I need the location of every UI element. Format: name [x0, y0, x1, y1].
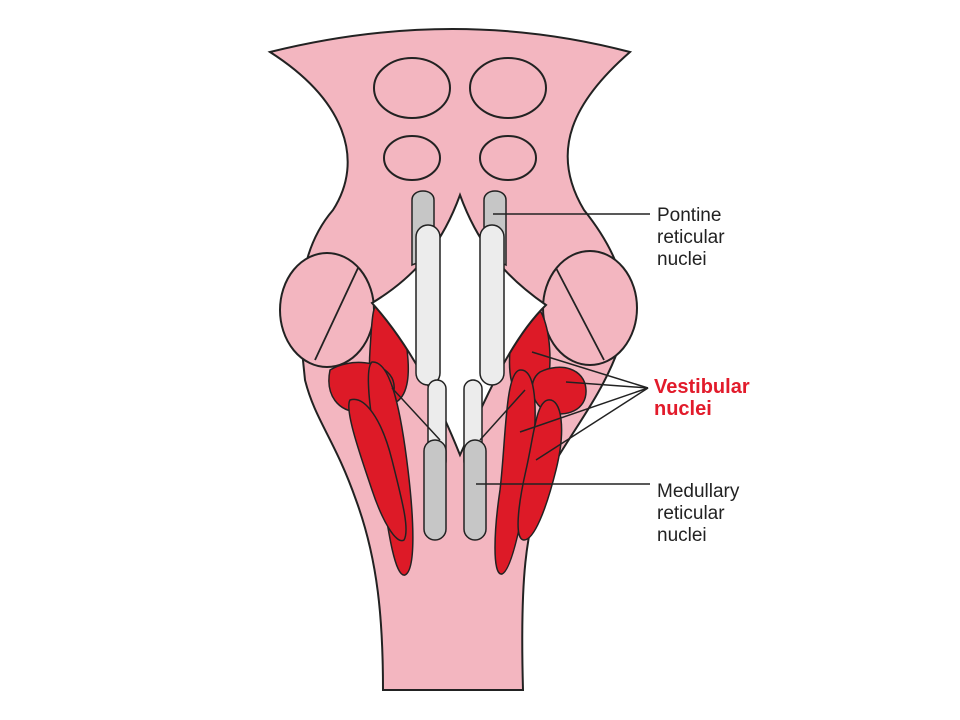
leader-line-vestibular-2 — [565, 381, 649, 389]
leader-line-vestibular-4 — [535, 387, 649, 461]
label-vestibular-line-2: nuclei — [654, 398, 712, 420]
medullary-reticular-lower-left — [423, 439, 447, 541]
label-medullary-reticular-nuclei: Medullary reticular nuclei — [657, 481, 739, 547]
medullary-reticular-lower-right — [463, 439, 487, 541]
vestibular-nucleus-right-inferior — [517, 399, 563, 541]
label-vestibular-nuclei: Vestibular nuclei — [654, 376, 750, 420]
cerebellar-peduncle-right — [542, 250, 638, 366]
label-medullary-line-3: nuclei — [657, 525, 707, 546]
peduncle-divider-right — [555, 267, 605, 361]
fourth-ventricle — [370, 192, 548, 458]
inferior-colliculus-right — [479, 135, 537, 181]
label-pontine-line-3: nuclei — [657, 249, 707, 270]
label-medullary-line-1: Medullary — [657, 481, 740, 502]
tract-line-left — [391, 387, 441, 441]
inferior-colliculus-left — [383, 135, 441, 181]
cerebellar-peduncle-left — [279, 252, 375, 368]
superior-colliculus-left — [373, 57, 451, 119]
pontine-reticular-column-left — [415, 224, 441, 386]
superior-colliculus-right — [469, 57, 547, 119]
label-pontine-line-1: Pontine — [657, 205, 722, 226]
tract-line-right — [479, 389, 526, 441]
label-vestibular-line-1: Vestibular — [654, 376, 750, 398]
label-pontine-line-2: reticular — [657, 227, 725, 248]
label-medullary-line-2: reticular — [657, 503, 725, 524]
peduncle-divider-left — [314, 267, 359, 361]
leader-line-vestibular-3 — [519, 387, 649, 433]
vestibular-nucleus-left-inferior — [348, 398, 407, 542]
pontine-reticular-column-right — [479, 224, 505, 386]
leader-line-vestibular-1 — [531, 351, 649, 389]
label-pontine-reticular-nuclei: Pontine reticular nuclei — [657, 205, 725, 271]
